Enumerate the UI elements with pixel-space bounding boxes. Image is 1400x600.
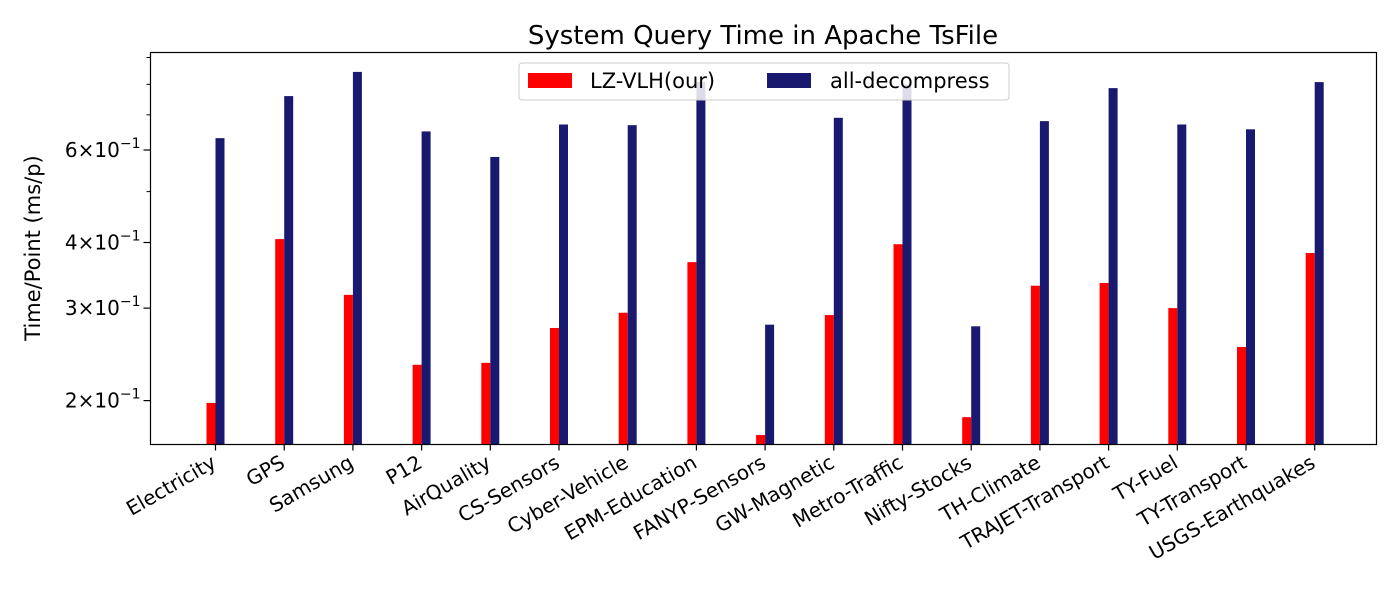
bar-all-decompress <box>971 326 981 445</box>
bar-all-decompress <box>1177 124 1187 445</box>
bar-lz-vlh <box>1168 308 1178 445</box>
x-tick-label: GPS <box>242 450 289 491</box>
legend-box <box>518 62 1010 101</box>
legend-swatch <box>767 73 811 88</box>
bar-lz-vlh <box>550 327 559 445</box>
plot-frame <box>149 51 1378 446</box>
bar-lz-vlh <box>618 312 628 445</box>
legend-label: LZ-VLH(our) <box>590 69 715 93</box>
bar-lz-vlh <box>343 294 353 445</box>
legend-swatch <box>528 73 572 88</box>
chart-title: System Query Time in Apache TsFile <box>528 21 998 51</box>
bar-lz-vlh <box>1099 282 1109 445</box>
bar-all-decompress <box>352 71 362 445</box>
bar-lz-vlh <box>824 315 834 445</box>
bar-lz-vlh <box>1237 346 1246 445</box>
bar-all-decompress <box>1246 129 1255 445</box>
bar-all-decompress <box>902 84 912 445</box>
bar-lz-vlh <box>481 362 491 445</box>
bar-lz-vlh <box>1305 253 1315 445</box>
bar-all-decompress <box>1039 121 1049 445</box>
bar-lz-vlh <box>206 402 216 445</box>
bar-lz-vlh <box>275 239 285 445</box>
bar-lz-vlh <box>412 364 422 445</box>
y-tick-label: 6×10−1 <box>65 136 141 162</box>
x-tick-label: Electricity <box>122 450 220 521</box>
bar-all-decompress <box>490 156 500 445</box>
y-axis-label: Time/Point (ms/p) <box>21 155 45 341</box>
legend: LZ-VLH(our) all-decompress <box>518 62 1010 101</box>
bar-lz-vlh <box>1030 285 1040 445</box>
bar-all-decompress <box>1314 82 1324 445</box>
x-tick-label: P12 <box>382 450 426 490</box>
bar-lz-vlh <box>962 417 972 445</box>
bar-lz-vlh <box>893 244 903 445</box>
y-tick-label: 4×10−1 <box>65 228 141 254</box>
bar-all-decompress <box>421 131 431 445</box>
legend-label: all-decompress <box>830 69 990 93</box>
bar-all-decompress <box>215 138 225 445</box>
y-tick-label: 3×10−1 <box>65 294 141 320</box>
bar-lz-vlh <box>687 262 697 445</box>
bar-all-decompress <box>627 125 637 445</box>
bar-all-decompress <box>559 124 568 445</box>
bar-lz-vlh <box>756 435 766 445</box>
bar-all-decompress <box>765 324 775 445</box>
bar-all-decompress <box>1108 88 1118 445</box>
bar-all-decompress <box>833 117 843 445</box>
bar-all-decompress <box>696 81 706 445</box>
bar-all-decompress <box>284 96 294 445</box>
y-tick-label: 2×10−1 <box>65 387 141 413</box>
